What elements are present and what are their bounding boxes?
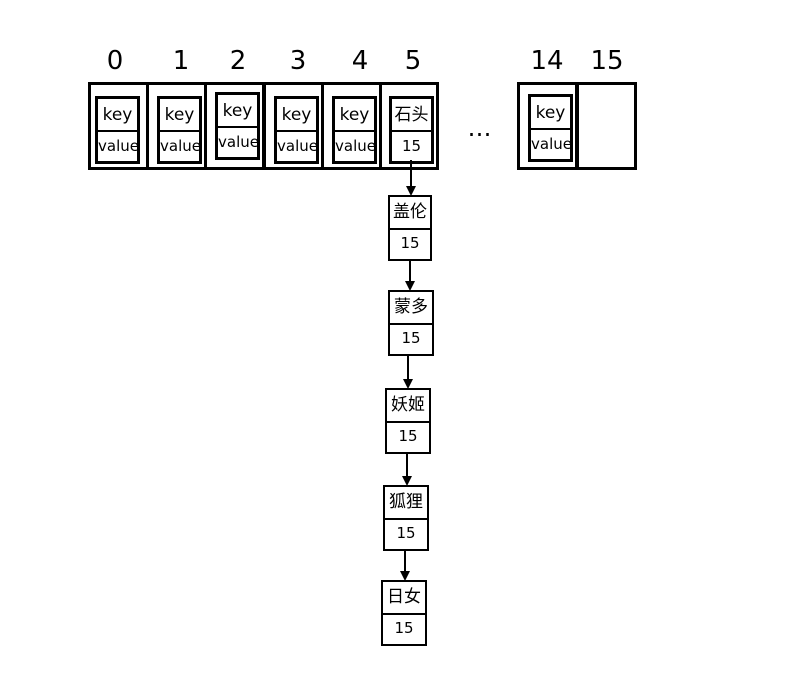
entry-box: key value xyxy=(332,96,377,164)
entry-value: value xyxy=(98,137,139,155)
index-label-3: 3 xyxy=(289,46,307,76)
node-key: 日女 xyxy=(383,582,425,615)
chain-node-1: 盖伦 15 xyxy=(388,195,432,261)
node-value: 15 xyxy=(401,329,421,347)
entry-key: key xyxy=(98,99,137,132)
node-value: 15 xyxy=(394,619,414,637)
entry-value: value xyxy=(335,137,376,155)
node-value: 15 xyxy=(396,524,416,542)
entry-key: key xyxy=(531,97,570,130)
node-value: 15 xyxy=(400,234,420,252)
entry-key: key xyxy=(335,99,374,132)
entry-value: 15 xyxy=(401,137,422,155)
entry-value: value xyxy=(277,137,318,155)
chain-node-5: 日女 15 xyxy=(381,580,427,646)
entry-box: 石头 15 xyxy=(389,96,434,164)
chain-node-2: 蒙多 15 xyxy=(388,290,434,356)
node-key: 妖姬 xyxy=(387,390,429,423)
entry-box: key value xyxy=(274,96,319,164)
ellipsis: … xyxy=(467,114,493,142)
entry-value: value xyxy=(218,133,259,151)
entry-box: key value xyxy=(157,96,202,164)
entry-box: key value xyxy=(528,94,573,162)
bucket-5: 石头 15 xyxy=(379,82,439,170)
node-key: 蒙多 xyxy=(390,292,432,325)
bucket-4: key value xyxy=(321,82,382,170)
index-label-2: 2 xyxy=(229,46,247,76)
bucket-2: key value xyxy=(204,82,265,170)
entry-key: key xyxy=(277,99,316,132)
index-label-15: 15 xyxy=(590,46,624,76)
bucket-15 xyxy=(576,82,637,170)
index-label-1: 1 xyxy=(172,46,190,76)
entry-key: key xyxy=(160,99,199,132)
entry-value: value xyxy=(531,135,572,153)
index-label-0: 0 xyxy=(106,46,124,76)
entry-box: key value xyxy=(215,92,260,160)
node-key: 狐狸 xyxy=(385,487,427,520)
entry-key: 石头 xyxy=(392,99,431,132)
node-value: 15 xyxy=(398,427,418,445)
index-label-4: 4 xyxy=(351,46,369,76)
entry-value: value xyxy=(160,137,201,155)
chain-node-4: 狐狸 15 xyxy=(383,485,429,551)
entry-box: key value xyxy=(95,96,140,164)
node-key: 盖伦 xyxy=(390,197,430,230)
bucket-0: key value xyxy=(88,82,149,170)
bucket-14: key value xyxy=(517,82,578,170)
index-label-14: 14 xyxy=(530,46,564,76)
index-label-5: 5 xyxy=(404,46,422,76)
entry-key: key xyxy=(218,95,257,128)
